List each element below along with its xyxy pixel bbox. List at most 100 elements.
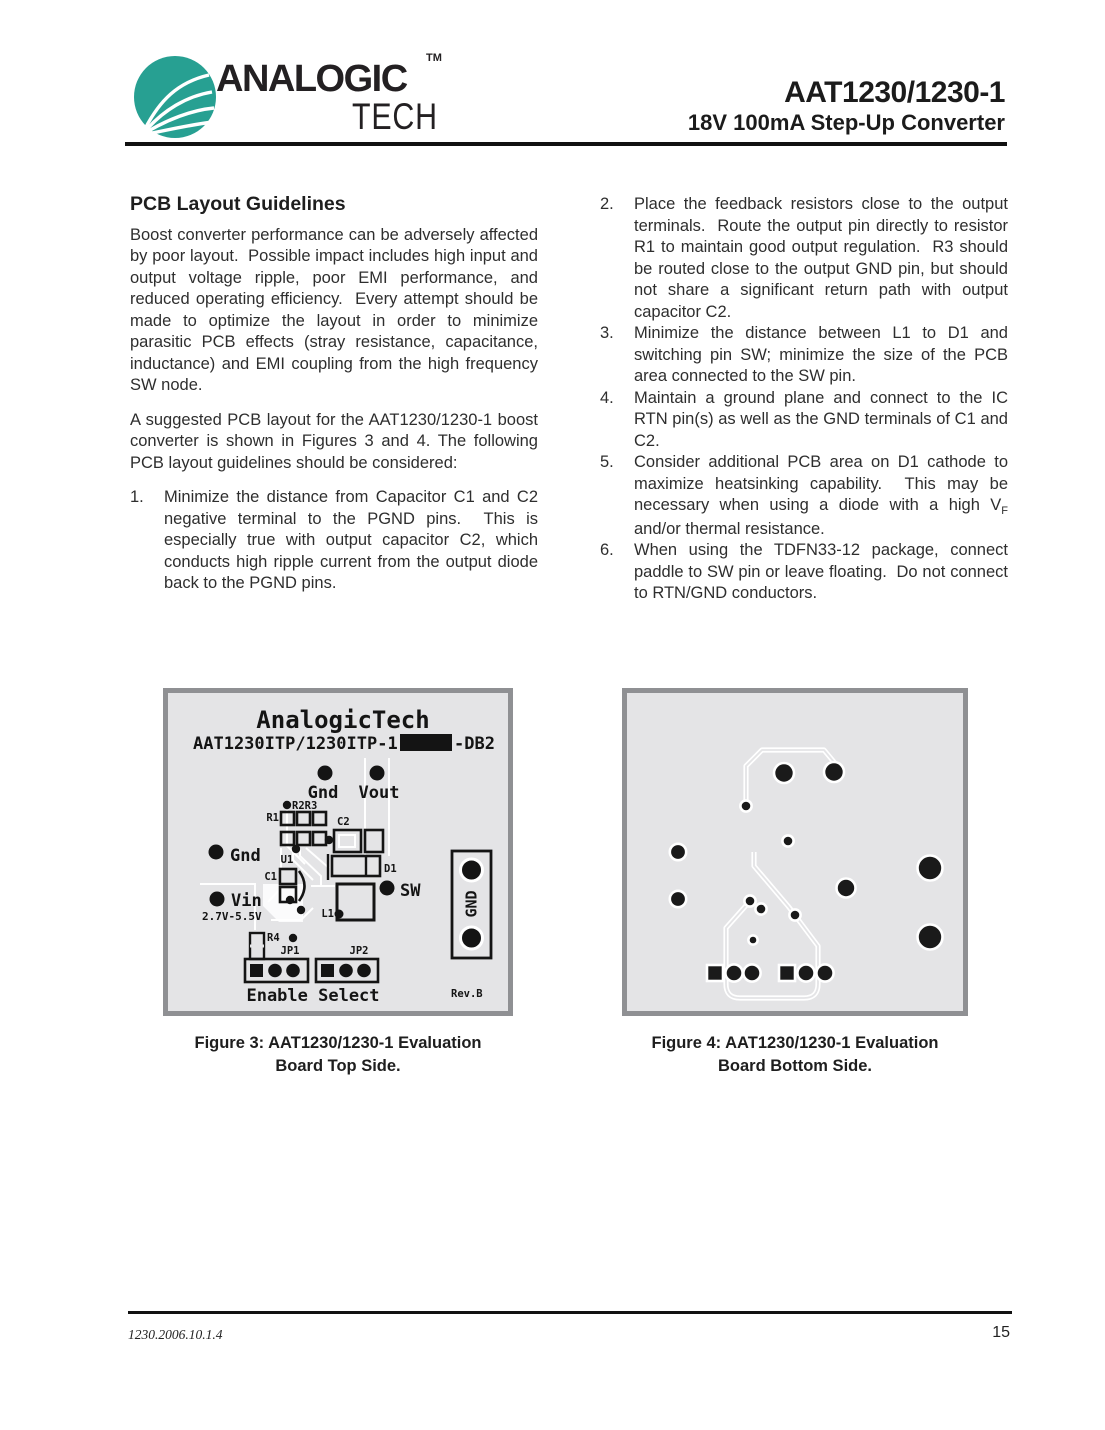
jp2-pin <box>339 963 353 978</box>
list-text: Maintain a ground plane and connect to t… <box>634 388 1013 450</box>
list-number: 6. <box>600 541 614 559</box>
copper-traces <box>200 758 390 930</box>
list-number: 1. <box>130 488 144 506</box>
c2-label: C2 <box>337 816 350 828</box>
list-text: When using the TDFN33-12 package, connec… <box>634 541 1013 602</box>
paragraph: Boost converter performance can be adver… <box>130 225 543 395</box>
document-code: 1230.2006.10.1.4 <box>128 1327 223 1342</box>
r4-label: R4 <box>267 932 280 944</box>
list-text: Minimize the distance from Capacitor C1 … <box>164 488 543 592</box>
jp1-pin <box>268 963 282 978</box>
analogictech-logo-icon <box>134 56 216 138</box>
list-text: Place the feedback resistors close to th… <box>634 195 1013 321</box>
via <box>288 933 298 943</box>
list-text: Consider additional PCB area on D1 catho… <box>634 452 1008 540</box>
list-item: 1. Minimize the distance from Capacitor … <box>130 487 538 595</box>
figure3-caption: Figure 3: AAT1230/1230-1 Evaluation Boar… <box>163 1032 513 1078</box>
brand-tech: TECH <box>352 96 438 137</box>
caption-line: Figure 4: AAT1230/1230-1 Evaluation <box>651 1034 939 1052</box>
r2r3-label: R2R3 <box>292 800 317 812</box>
vout-pad <box>369 765 385 781</box>
list-item: 3. Minimize the distance between L1 to D… <box>600 323 1008 388</box>
paragraph: A suggested PCB layout for the AAT1230/1… <box>130 410 543 472</box>
list-item: 5. Consider additional PCB area on D1 ca… <box>600 452 1008 540</box>
gnd-top-pad <box>317 765 333 781</box>
logo-leaf-veins <box>140 73 215 137</box>
list-number: 2. <box>600 195 614 213</box>
enable-select-label: Enable Select <box>246 986 379 1006</box>
silk-part-number: AAT1230ITP/1230ITP-1 <box>193 734 398 754</box>
via <box>334 909 344 919</box>
gnd-top-label: Gnd <box>308 783 339 803</box>
c2-pad-left <box>332 828 363 854</box>
list-text: Minimize the distance between L1 to D1 a… <box>634 324 1013 385</box>
gnd-connector-pad <box>459 857 484 883</box>
figure4-pcb-bottom-side <box>622 688 968 1016</box>
gnd-connector-outline <box>450 849 493 960</box>
gnd-left-label: Gnd <box>230 846 261 866</box>
gnd-connector-pad <box>459 925 484 951</box>
right-column: 2. Place the feedback resistors close to… <box>600 194 1008 605</box>
vout-label: Vout <box>359 783 400 803</box>
via <box>282 800 292 810</box>
via <box>291 844 301 854</box>
header-divider <box>125 142 1007 146</box>
page-number: 15 <box>992 1324 1010 1341</box>
rev-label: Rev.B <box>451 988 483 1000</box>
list-item: 6. When using the TDFN33-12 package, con… <box>600 540 1008 605</box>
gnd-connector-label: GND <box>463 890 481 917</box>
list-number: 5. <box>600 453 614 471</box>
logo-circle <box>134 56 216 138</box>
l1-body <box>335 882 376 922</box>
figure3-pcb-top-side: AnalogicTech AAT1230ITP/1230ITP-1 -DB2 G… <box>163 688 513 1016</box>
u1-outline-curve <box>297 870 306 902</box>
list-number: 4. <box>600 388 614 407</box>
sw-pad <box>379 880 395 896</box>
jp2-pin1-square <box>321 964 334 977</box>
document-subtitle: 18V 100mA Step-Up Converter <box>687 110 1005 135</box>
c2-pad-inner <box>338 834 356 848</box>
figure4-caption: Figure 4: AAT1230/1230-1 Evaluation Boar… <box>622 1032 968 1078</box>
via <box>285 895 295 905</box>
jp1-label: JP1 <box>281 945 300 957</box>
subscript-f: F <box>1001 505 1008 517</box>
jp2-pin <box>357 963 371 978</box>
list-item: 4. Maintain a ground plane and connect t… <box>600 388 1008 453</box>
jp2-header <box>314 957 380 984</box>
brand-trademark: TM <box>426 52 442 64</box>
caption-line: Figure 3: AAT1230/1230-1 Evaluation <box>194 1034 482 1052</box>
silk-blank-box <box>400 734 452 751</box>
left-column: PCB Layout Guidelines Boost converter pe… <box>130 193 543 595</box>
c1-label: C1 <box>264 871 277 883</box>
pads <box>668 760 944 983</box>
d1-label: D1 <box>384 863 397 875</box>
caption-line: Board Top Side. <box>275 1057 401 1075</box>
list-text-part: Consider additional PCB area on D1 catho… <box>634 453 1013 514</box>
list-number: 3. <box>600 324 614 342</box>
jp1-pin <box>286 963 300 978</box>
u1-label: U1 <box>281 854 294 866</box>
r1-label: R1 <box>266 812 279 824</box>
silk-title: AnalogicTech <box>256 706 429 734</box>
section-title: PCB Layout Guidelines <box>130 193 346 215</box>
gnd-left-pad <box>208 844 224 860</box>
footer-divider <box>128 1311 1012 1314</box>
c1-pad-top <box>278 867 298 886</box>
sw-label: SW <box>400 881 421 901</box>
c2-pad-right <box>363 828 385 854</box>
list-item: 2. Place the feedback resistors close to… <box>600 194 1008 323</box>
part-number-title: AAT1230/1230-1 <box>784 76 1005 109</box>
brand-analogic: ANALOGIC <box>216 58 408 100</box>
vin-pad <box>209 891 225 907</box>
jp1-pin1-square <box>250 964 263 977</box>
jp1-header <box>243 957 310 984</box>
via <box>324 835 334 845</box>
d1-body <box>330 854 382 878</box>
silk-suffix: -DB2 <box>454 734 495 754</box>
l1-label: L1 <box>321 908 334 920</box>
list-text-part: and/or thermal resistance. <box>634 496 1013 538</box>
vin-range-label: 2.7V-5.5V <box>202 910 262 923</box>
vin-label: Vin <box>231 891 262 911</box>
via <box>296 905 306 915</box>
